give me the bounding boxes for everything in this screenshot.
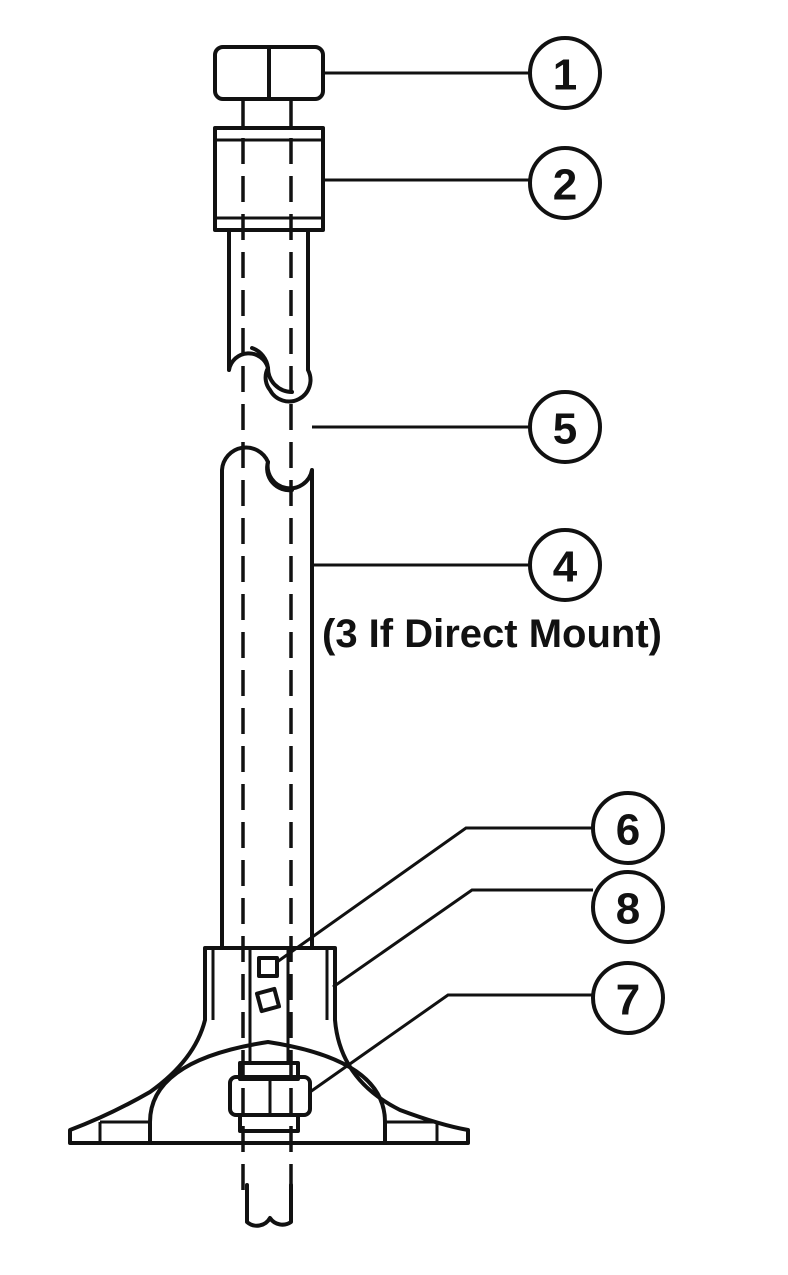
callout-5: 5 [528, 390, 602, 464]
set-screw-square [257, 956, 279, 978]
callout-number: 5 [553, 405, 577, 454]
callout-1: 1 [528, 36, 602, 110]
leader-lines [276, 71, 593, 1094]
callout-number: 8 [616, 885, 640, 934]
bottom-nut [228, 1061, 312, 1133]
callout-4: 4 [528, 528, 602, 602]
callout-number: 4 [553, 543, 578, 592]
coupling-collar [213, 126, 325, 232]
callout-7: 7 [591, 961, 665, 1035]
callout-number: 7 [616, 976, 640, 1025]
support-tube [220, 445, 314, 950]
callout-8: 8 [591, 870, 665, 944]
direct-mount-note: (3 If Direct Mount) [322, 612, 662, 656]
callout-number: 1 [553, 51, 577, 100]
bottom-rod-end [245, 1183, 293, 1228]
mounting-base [68, 946, 470, 1145]
callout-2: 2 [528, 146, 602, 220]
callout-6: 6 [591, 791, 665, 865]
top-hex-nut [213, 45, 325, 101]
callout-number: 6 [616, 806, 640, 855]
set-screw-square [254, 986, 282, 1014]
callout-number: 2 [553, 161, 577, 210]
upper-rod [227, 228, 313, 404]
